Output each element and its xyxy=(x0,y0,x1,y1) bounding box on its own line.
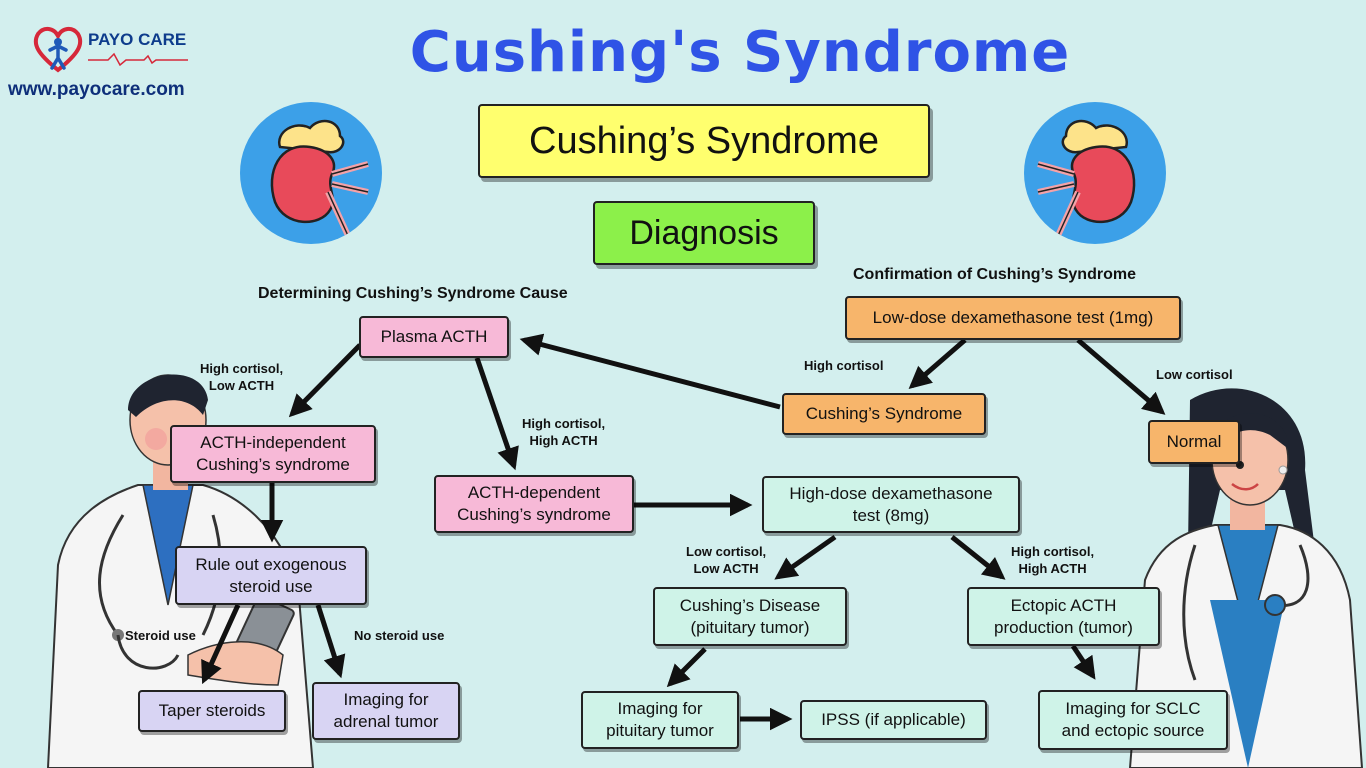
heartbeat-line-icon xyxy=(88,52,188,66)
arrow-highdose-to-disease xyxy=(774,534,837,580)
arrow-ruleout-to-taper xyxy=(201,603,241,685)
node-acth-independent: ACTH-independent Cushing’s syndrome xyxy=(170,425,376,483)
node-cushings-disease: Cushing’s Disease (pituitary tumor) xyxy=(653,587,847,646)
kidney-adrenal-icon xyxy=(1024,102,1166,244)
arrow-plasma-to-dependent xyxy=(474,357,519,471)
kidney-adrenal-icon xyxy=(240,102,382,244)
node-cushings-syndrome: Cushing’s Syndrome xyxy=(782,393,986,435)
heart-person-logo-icon xyxy=(33,27,83,73)
page-title: Cushing's Syndrome xyxy=(409,20,1071,85)
node-normal: Normal xyxy=(1148,420,1240,464)
node-imaging-adrenal: Imaging for adrenal tumor xyxy=(312,682,460,740)
topic-box: Cushing’s Syndrome xyxy=(478,104,930,178)
edge-label-low-cortisol: Low cortisol xyxy=(1156,367,1233,382)
node-imaging-sclc: Imaging for SCLC and ectopic source xyxy=(1038,690,1228,750)
arrow-plasma-to-independent xyxy=(288,343,362,418)
arrow-lowdose-to-normal xyxy=(1076,338,1166,415)
edge-label-steroid-use: Steroid use xyxy=(125,628,196,643)
edge-label-no-steroid-use: No steroid use xyxy=(354,628,445,643)
node-taper-steroids: Taper steroids xyxy=(138,690,286,732)
diagnosis-box: Diagnosis xyxy=(593,201,815,265)
section-cause-heading: Determining Cushing’s Syndrome Cause xyxy=(258,285,568,302)
arrow-highdose-to-ectopic xyxy=(950,535,1006,580)
node-low-dose-test: Low-dose dexamethasone test (1mg) xyxy=(845,296,1181,340)
arrow-ectopic-to-sclc xyxy=(1070,644,1096,680)
node-imaging-pituitary: Imaging for pituitary tumor xyxy=(581,691,739,749)
edge-label-high-cortisol-high-acth-right: High cortisol, High ACTH xyxy=(1011,544,1095,576)
brand-url: www.payocare.com xyxy=(8,79,185,100)
node-high-dose-test: High-dose dexamethasone test (8mg) xyxy=(762,476,1020,533)
edge-label-high-cortisol: High cortisol xyxy=(804,358,884,373)
node-ectopic-acth: Ectopic ACTH production (tumor) xyxy=(967,587,1160,646)
arrow-ruleout-to-adrenal xyxy=(315,604,346,679)
brand-name: PAYO CARE xyxy=(88,30,187,49)
node-ipss: IPSS (if applicable) xyxy=(800,700,987,740)
node-acth-dependent: ACTH-dependent Cushing’s syndrome xyxy=(434,475,634,533)
node-plasma-acth: Plasma ACTH xyxy=(359,316,509,358)
node-rule-out-steroid: Rule out exogenous steroid use xyxy=(175,546,367,605)
arrow-disease-to-imaging xyxy=(666,647,707,688)
edge-label-high-cortisol-high-acth-left: High cortisol, High ACTH xyxy=(522,416,606,448)
edge-label-low-cortisol-low-acth: Low cortisol, Low ACTH xyxy=(686,544,767,576)
arrow-lowdose-to-syndrome xyxy=(908,338,967,389)
section-confirmation-heading: Confirmation of Cushing’s Syndrome xyxy=(853,266,1136,283)
edge-label-high-cortisol-low-acth: High cortisol, Low ACTH xyxy=(200,361,284,393)
arrow-syndrome-to-plasma xyxy=(519,333,781,410)
